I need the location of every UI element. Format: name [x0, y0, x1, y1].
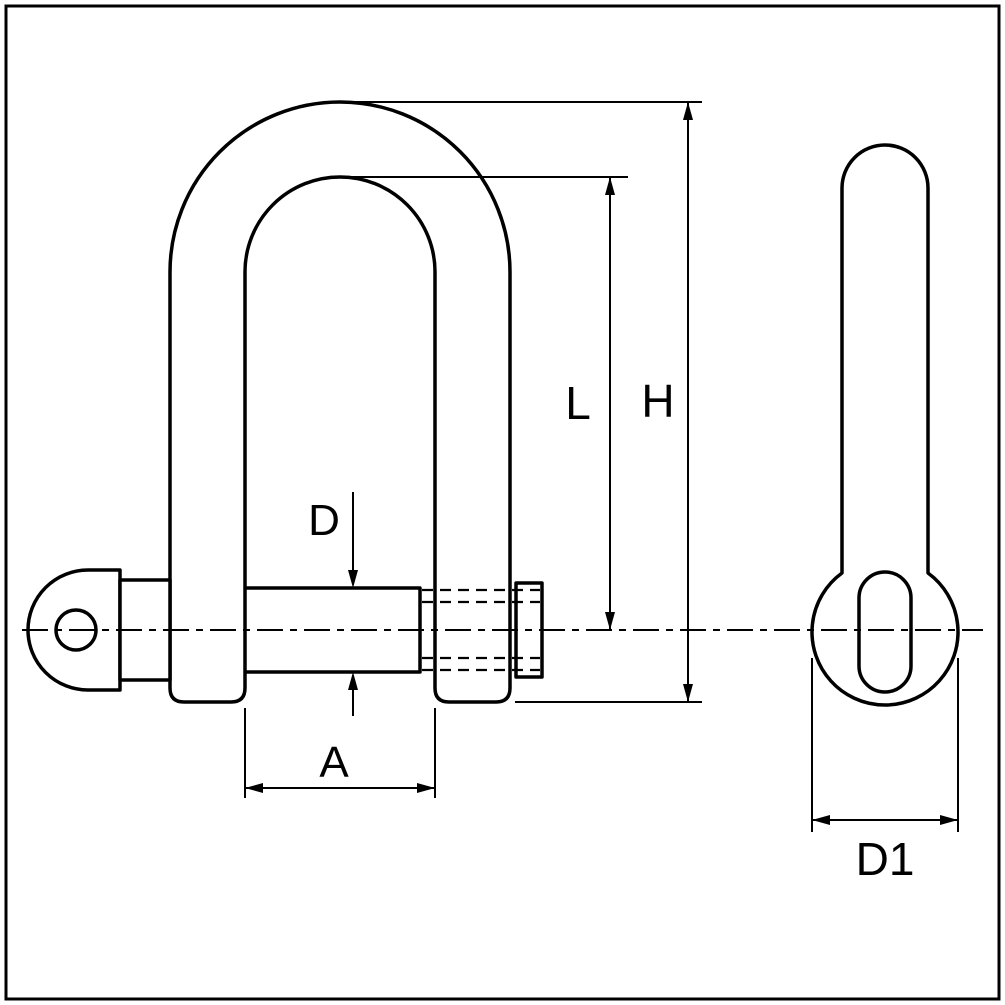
dimension-A: A — [244, 708, 436, 798]
dimension-L: L — [344, 176, 628, 630]
dimension-label-D: D — [308, 496, 340, 545]
shackle-bow — [168, 100, 512, 704]
arrowhead-left — [245, 783, 263, 793]
shackle-front-view — [26, 100, 544, 704]
drawing-border — [4, 4, 1001, 1001]
arrowhead-down — [683, 684, 693, 702]
dimension-label-L: L — [565, 377, 591, 429]
arrowhead-up — [605, 177, 615, 195]
dimension-H: H — [344, 101, 702, 703]
dimension-label-D1: D1 — [856, 833, 915, 885]
shackle-side-view — [810, 143, 960, 707]
arrowhead-up — [348, 672, 358, 690]
pin-thread-hidden-lines — [422, 588, 540, 672]
arrowhead-right — [417, 783, 435, 793]
side-view-body — [810, 143, 960, 707]
arrowhead-up — [683, 102, 693, 120]
arrowhead-down — [605, 612, 615, 630]
dimension-label-H: H — [641, 375, 674, 427]
arrowhead-right — [940, 815, 958, 825]
dimension-D: D — [308, 492, 358, 716]
dimension-label-A: A — [319, 738, 349, 787]
arrowhead-left — [812, 815, 830, 825]
arrowhead-down — [348, 570, 358, 588]
side-view-pin-end — [857, 570, 913, 694]
dimension-D1: D1 — [811, 658, 959, 885]
